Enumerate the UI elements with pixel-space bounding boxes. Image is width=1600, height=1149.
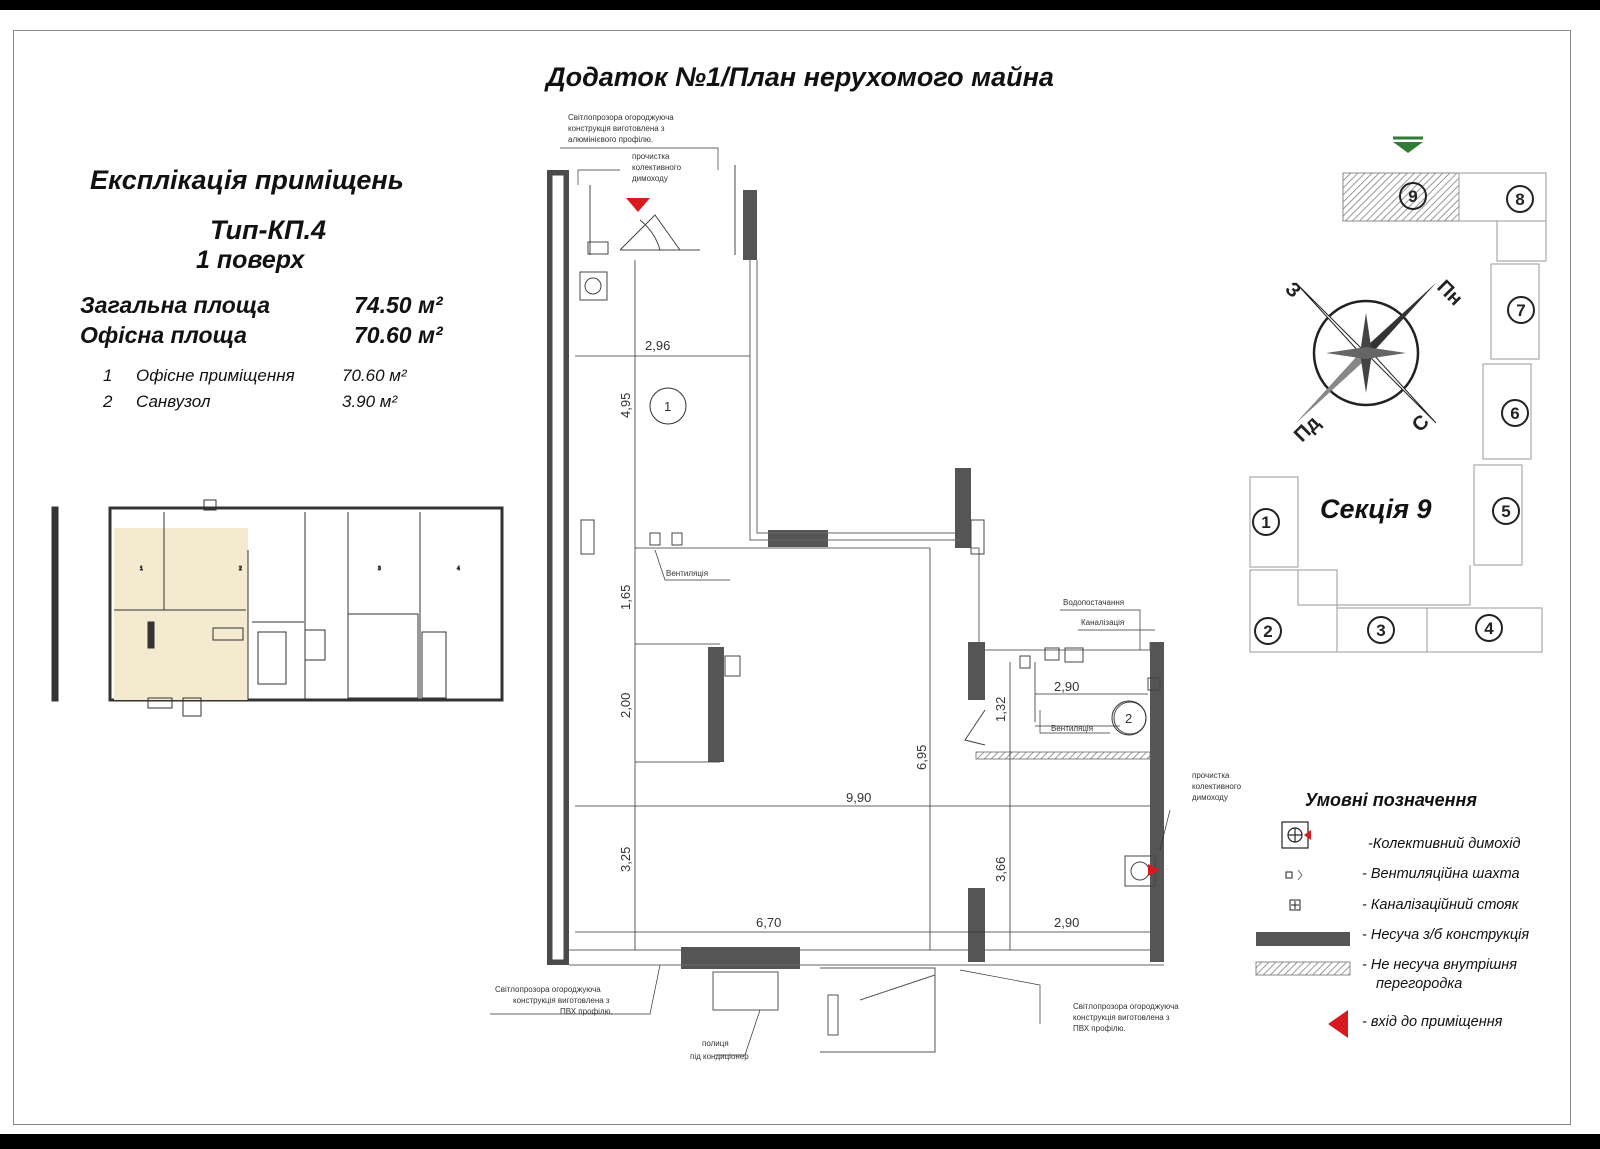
- block-6-label: 6: [1510, 404, 1519, 423]
- note-glazing-top-3: алюмінієвого профілю.: [568, 135, 653, 144]
- room-2-num: 2: [103, 392, 113, 411]
- note-cleanout-top-2: колективного: [632, 163, 682, 172]
- section-label: Секція 9: [1320, 494, 1432, 524]
- block-8-label: 8: [1515, 190, 1524, 209]
- sewer-riser-icon: [1289, 899, 1301, 911]
- floor-plan: 2,96 4,95 1,65 2,00 9,90 6,95 3,25 6,70 …: [490, 113, 1242, 1061]
- drawing: 1 2 3 4: [51, 113, 1547, 1061]
- entrance-arrow-right: [1148, 864, 1160, 876]
- block-4-label: 4: [1484, 619, 1494, 638]
- legend-label-bearing-wall: - Несуча з/б конструкція: [1362, 927, 1530, 943]
- frame: [13, 30, 1571, 1125]
- note-ventilation-1: Вентиляція: [666, 569, 708, 578]
- room-marker-1-label: 1: [664, 399, 671, 414]
- svg-text:3: 3: [378, 566, 381, 572]
- room-marker-1: [649, 387, 687, 425]
- office-area-label: Офісна площа: [80, 322, 247, 348]
- dim-9-90: 9,90: [846, 790, 871, 805]
- north-marker-icon: [1393, 142, 1423, 153]
- room-marker-2-label: 2: [1125, 711, 1132, 726]
- note-cleanout-right-2: колективного: [1192, 782, 1242, 791]
- floor-label: 1 поверх: [196, 246, 305, 274]
- note-glazing-br-2: конструкція виготовлена з: [1073, 1013, 1170, 1022]
- svg-text:1: 1: [140, 566, 143, 572]
- dim-1-32: 1,32: [993, 697, 1008, 722]
- unit-type: Тип-КП.4: [210, 215, 326, 245]
- block-3-label: 3: [1376, 621, 1385, 640]
- dim-2-90-bath: 2,90: [1054, 679, 1079, 694]
- room-1-num: 1: [103, 366, 113, 385]
- svg-text:2: 2: [239, 566, 242, 572]
- note-cleanout-top-1: прочистка: [632, 152, 670, 161]
- dim-2-96: 2,96: [645, 338, 670, 353]
- legend-symbols: [1255, 821, 1351, 1038]
- note-water-supply: Водопостачання: [1063, 598, 1124, 607]
- office-area-value: 70.60 м²: [354, 322, 443, 348]
- svg-text:4: 4: [457, 566, 460, 572]
- note-ac-shelf-1: полиця: [702, 1039, 729, 1048]
- note-cleanout-right-3: димоходу: [1192, 793, 1228, 802]
- note-glazing-bl-3: ПВХ профілю.: [560, 1007, 613, 1016]
- compass-rose: [1295, 282, 1437, 424]
- room-1-name: Офісне приміщення: [136, 366, 295, 385]
- dim-4-95: 4,95: [618, 393, 633, 418]
- room-1-area: 70.60 м²: [342, 366, 407, 385]
- note-ac-shelf-2: під кондиціонер: [690, 1052, 749, 1061]
- section-9-diagram: 1 2 3 4 5 6 7 8 9: [1249, 136, 1547, 653]
- note-cleanout-right-1: прочистка: [1192, 771, 1230, 780]
- block-1-label: 1: [1261, 513, 1270, 532]
- dim-3-25: 3,25: [618, 847, 633, 872]
- block-5-label: 5: [1501, 502, 1510, 521]
- key-plan: 1 2 3 4: [51, 499, 504, 717]
- compass-w-label: З: [1280, 278, 1304, 302]
- legend-title: Умовні позначення: [1305, 790, 1478, 810]
- dim-2-90-bottom: 2,90: [1054, 915, 1079, 930]
- legend-label-vent-shaft: - Вентиляційна шахта: [1362, 866, 1520, 882]
- total-area-value: 74.50 м²: [354, 292, 443, 318]
- entrance-arrow-top: [626, 198, 650, 212]
- bearing-wall-icon: [1256, 932, 1350, 946]
- entrance-icon: [1328, 1010, 1348, 1038]
- compass-sw-label: Пд: [1290, 412, 1325, 447]
- note-glazing-bl-1: Світлопрозора огороджуюча: [495, 985, 601, 994]
- room-marker-2: [1111, 700, 1147, 736]
- explication-heading: Експлікація приміщень: [90, 165, 404, 195]
- legend-label-chimney: -Колективний димохід: [1368, 836, 1521, 852]
- compass-s-label: С: [1408, 411, 1434, 437]
- block-9-label: 9: [1408, 187, 1417, 206]
- total-area-label: Загальна площа: [80, 292, 271, 318]
- note-cleanout-top-3: димоходу: [632, 174, 668, 183]
- partition-icon: [1255, 961, 1351, 976]
- note-glazing-top-2: конструкція виготовлена з: [568, 124, 665, 133]
- room-2-name: Санвузол: [136, 392, 211, 411]
- note-glazing-br-3: ПВХ профілю.: [1073, 1024, 1126, 1033]
- note-glazing-top-1: Світлопрозора огороджуюча: [568, 113, 674, 122]
- note-sewer: Каналізація: [1081, 618, 1124, 627]
- note-glazing-br-1: Світлопрозора огороджуюча: [1073, 1002, 1179, 1011]
- compass-n-label: Пн: [1432, 276, 1466, 310]
- dim-6-95: 6,95: [914, 745, 929, 770]
- note-ventilation-2: Вентиляція: [1051, 724, 1093, 733]
- vent-shaft-icon: [1285, 869, 1303, 881]
- paper: Додаток №1/План нерухомого майна Експлік…: [0, 10, 1600, 1134]
- key-plan-highlight: [114, 528, 248, 700]
- legend-label-sewer-riser: - Каналізаційний стояк: [1362, 897, 1519, 913]
- room-2-area: 3.90 м²: [342, 392, 398, 411]
- page-title: Додаток №1/План нерухомого майна: [546, 62, 1054, 92]
- dim-1-65: 1,65: [618, 585, 633, 610]
- block-2-label: 2: [1263, 622, 1272, 641]
- dim-3-66: 3,66: [993, 857, 1008, 882]
- legend-label-entrance: - вхід до приміщення: [1362, 1014, 1503, 1030]
- legend-label-partition: - Не несуча внутрішня: [1362, 957, 1517, 973]
- note-glazing-bl-2: конструкція виготовлена з: [513, 996, 610, 1005]
- dim-2-00: 2,00: [618, 693, 633, 718]
- legend-label-partition-2: перегородка: [1376, 976, 1463, 992]
- dim-6-70: 6,70: [756, 915, 781, 930]
- block-7-label: 7: [1516, 301, 1525, 320]
